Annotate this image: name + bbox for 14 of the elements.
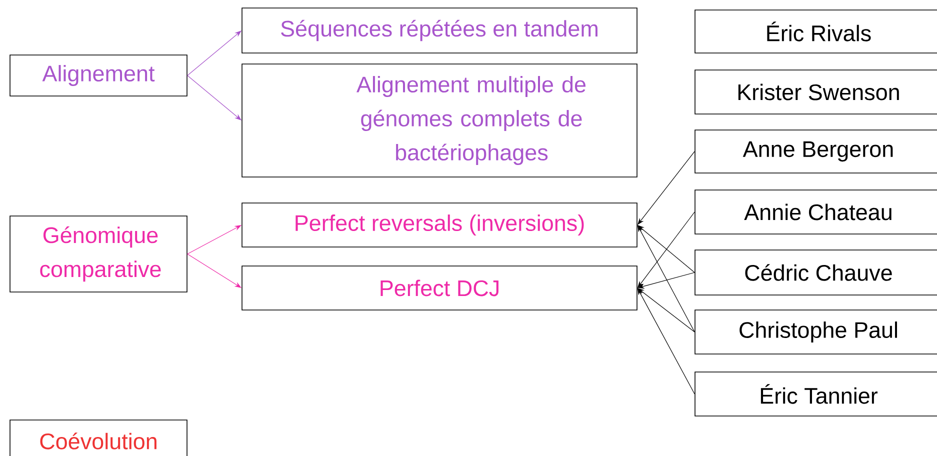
topic-box: Alignement [10,54,188,96]
person-box: Krister Swenson [694,70,937,114]
person-box: Anne Bergeron [694,130,937,174]
topic-box: Génomique comparative [10,216,188,292]
subject-box: Séquences répétées en tandem [242,8,638,54]
person-box: Éric Tannier [694,372,937,416]
subject-box: Alignement multiple de génomes complets de bactériophages [242,64,638,178]
person-box: Christophe Paul [694,310,937,354]
subject-box: Perfect DCJ [242,266,638,310]
person-box: Éric Rivals [694,10,937,54]
subject-box: Perfect reversals (inversions) [242,202,638,248]
person-box: Cédric Chauve [694,250,937,296]
person-box: Annie Chateau [694,190,937,234]
topic-box: Coévolution [10,420,188,456]
